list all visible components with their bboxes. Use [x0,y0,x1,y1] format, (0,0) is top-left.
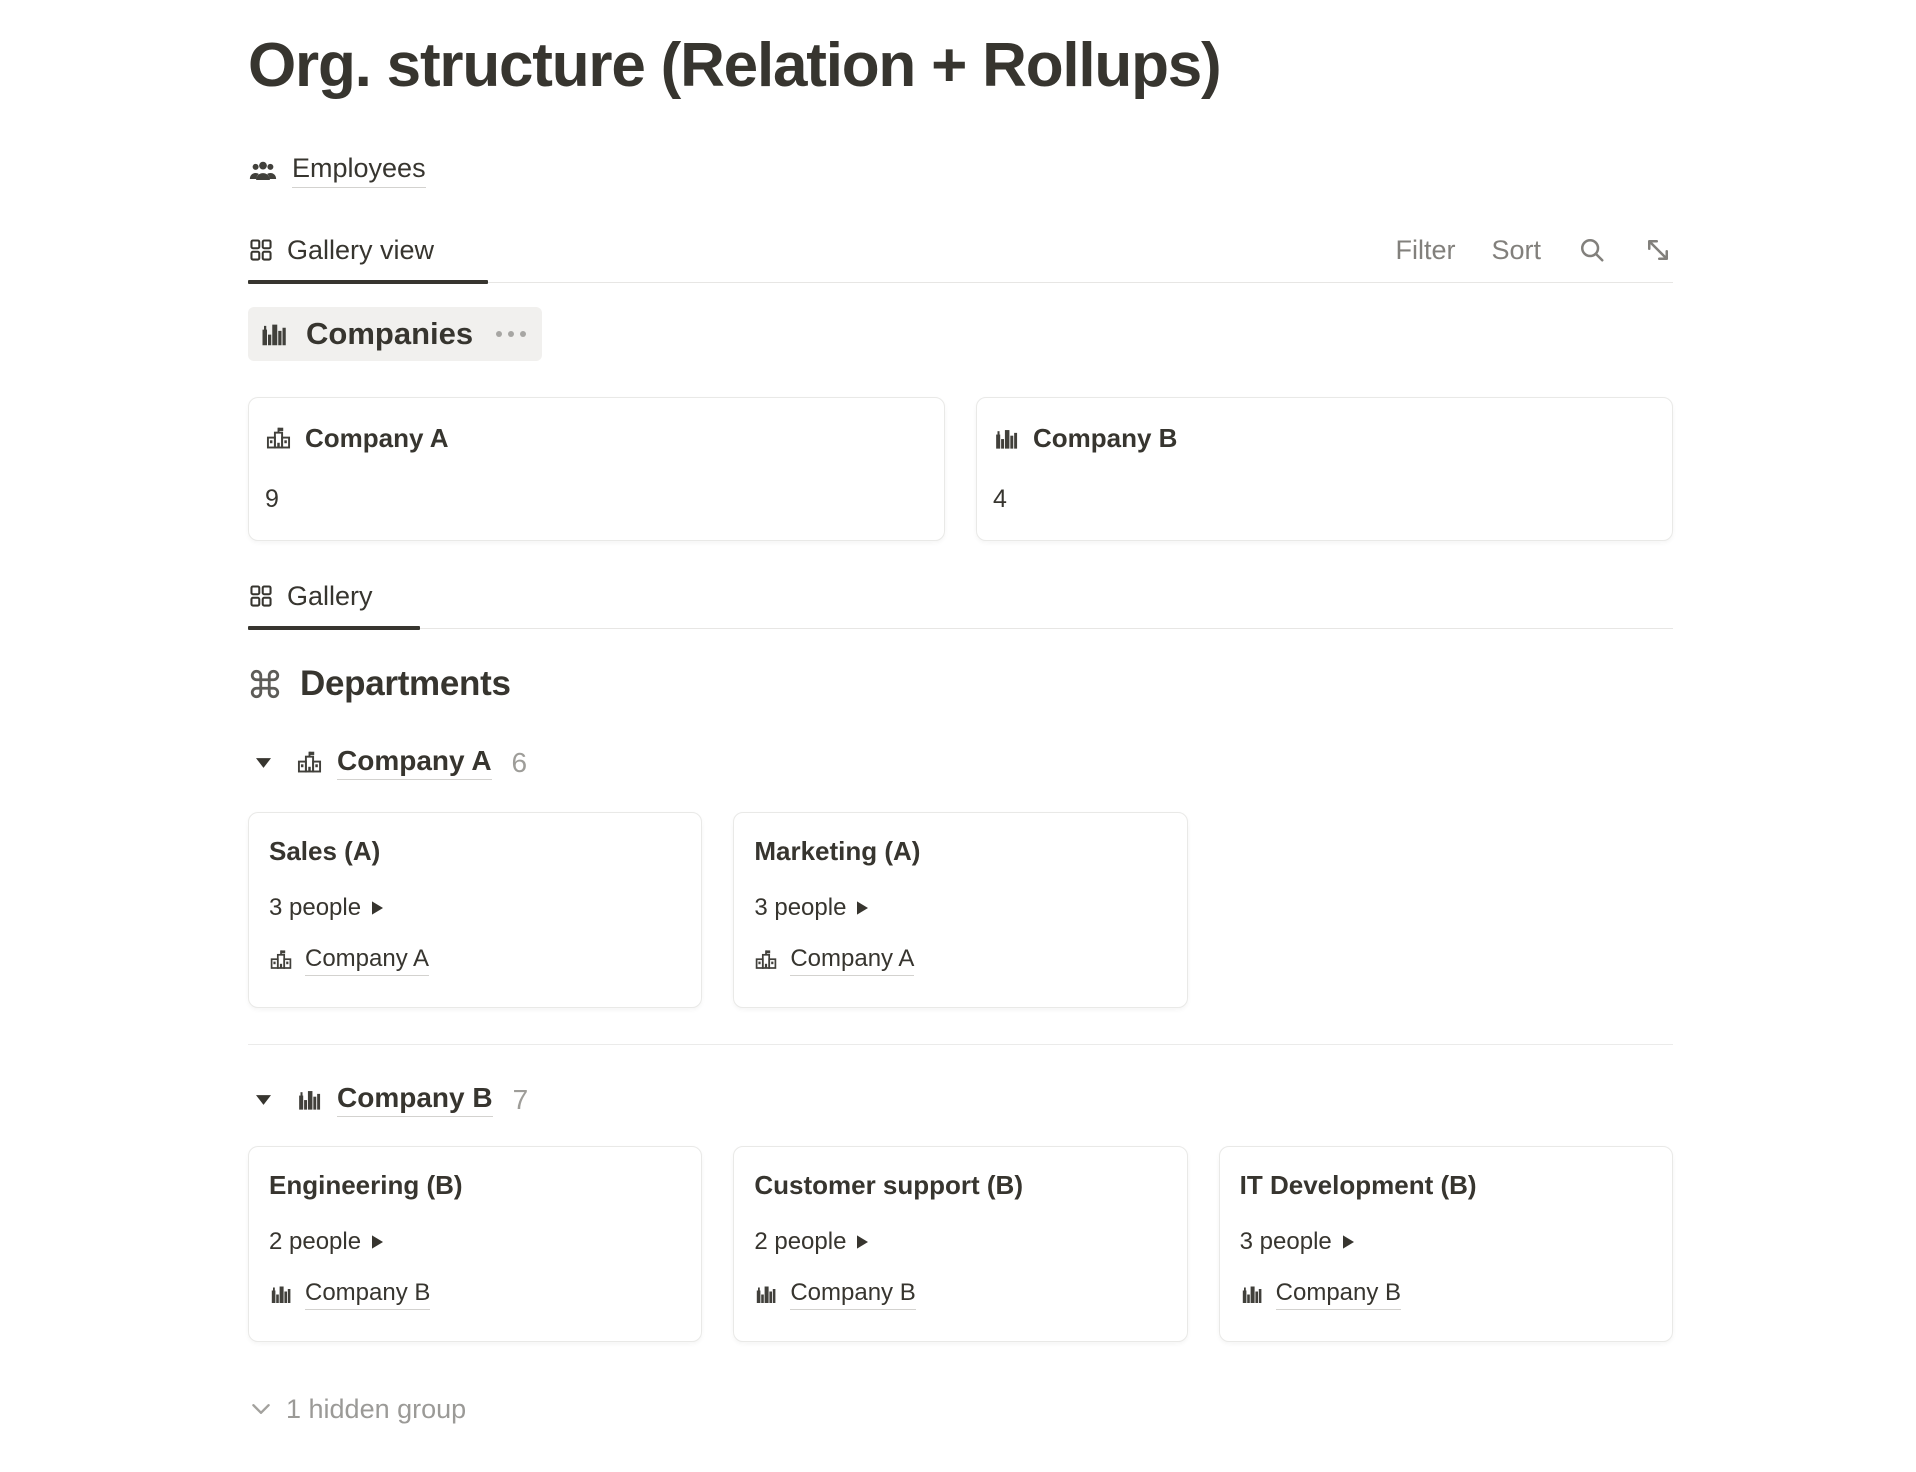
city-building-icon [993,425,1020,452]
department-card-title: Sales (A) [269,835,381,866]
school-building-icon [269,948,293,972]
arrow-right-icon [857,901,869,915]
collapse-triangle-icon[interactable] [248,757,278,768]
group-header-company-b: Company B 7 [248,1081,1673,1119]
city-building-icon [1240,1282,1264,1306]
company-card[interactable]: Company B 4 [976,396,1673,541]
school-building-icon [754,948,778,972]
view-toolbar: Gallery view Filter Sort [248,235,1673,285]
arrow-right-icon [372,901,384,915]
active-tab-indicator [248,279,488,285]
city-building-icon [296,1086,323,1113]
companies-heading[interactable]: Companies [248,306,543,361]
toolbar-controls: Filter Sort [1395,235,1673,266]
people-count-value: 2 people [269,1227,362,1255]
gallery-grid-icon [248,237,274,263]
company-relation-link[interactable]: Company A [790,945,915,976]
school-building-icon [265,425,292,452]
company-relation-link[interactable]: Company B [305,1279,431,1310]
people-icon [248,156,278,186]
city-building-icon [259,319,289,349]
company-rollup-count: 4 [993,484,1007,513]
company-relation-link[interactable]: Company B [1275,1279,1402,1310]
hidden-group-toggle[interactable]: 1 hidden group [248,1394,1673,1425]
group-company-link[interactable]: Company A [337,745,492,781]
company-relation-link[interactable]: Company A [305,945,430,976]
people-count-value: 3 people [1239,1227,1332,1255]
company-card-title: Company A [305,422,449,453]
department-card[interactable]: Sales (A) 3 people [248,811,703,1008]
people-count-value: 2 people [754,1227,847,1255]
hidden-group-label: 1 hidden group [286,1393,467,1424]
companies-heading-label: Companies [306,315,474,351]
arrow-right-icon [857,1235,869,1249]
department-card[interactable]: Marketing (A) 3 people [733,811,1188,1008]
arrow-right-icon [372,1235,384,1249]
chevron-down-icon [248,1396,274,1422]
tab-gallery[interactable]: Gallery [248,581,373,612]
search-icon[interactable] [1577,235,1607,265]
departments-toolbar: Gallery [248,581,1673,631]
more-options-icon[interactable] [496,330,527,337]
department-card-title: Marketing (A) [754,835,921,866]
city-building-icon [269,1282,293,1306]
gallery-grid-icon [248,583,274,609]
page: Org. structure (Relation + Rollups) Empl… [248,0,1673,1425]
department-card[interactable]: Engineering (B) 2 people Company B [248,1145,703,1342]
sort-button[interactable]: Sort [1491,234,1541,265]
arrow-right-icon [1342,1235,1354,1249]
command-icon [248,667,282,701]
city-building-icon [754,1282,778,1306]
company-rollup-count: 9 [265,484,279,513]
tab-label: Gallery [287,580,373,611]
source-database-label: Employees [292,153,426,189]
group-count: 7 [512,1083,529,1115]
tab-label: Gallery view [287,234,435,265]
department-card-title: IT Development (B) [1239,1169,1477,1200]
page-title: Org. structure (Relation + Rollups) [248,31,1222,100]
departments-card-grid: Engineering (B) 2 people Company B [248,1145,1673,1342]
source-database-link[interactable]: Employees [248,153,426,189]
department-card-title: Customer support (B) [754,1169,1023,1200]
tab-gallery-view[interactable]: Gallery view [248,235,434,266]
department-card[interactable]: Customer support (B) 2 people Company B [733,1145,1188,1342]
departments-heading: Departments [248,659,1673,709]
filter-button[interactable]: Filter [1395,234,1456,265]
people-count-value: 3 people [269,893,362,921]
active-tab-indicator [248,625,420,631]
group-company-link[interactable]: Company B [337,1082,493,1118]
department-card[interactable]: IT Development (B) 3 people Company B [1218,1145,1673,1342]
company-card-title: Company B [1033,422,1178,453]
departments-card-grid: Sales (A) 3 people [248,811,1673,1008]
departments-heading-label: Departments [300,663,511,703]
company-relation-link[interactable]: Company B [790,1279,916,1310]
people-count-value: 3 people [754,893,847,921]
group-count: 6 [511,746,528,778]
group-separator [248,1043,1673,1045]
department-card-title: Engineering (B) [269,1169,463,1200]
group-header-company-a: Company A 6 [248,744,1673,782]
expand-icon[interactable] [1643,235,1673,265]
companies-card-grid: Company A 9 Company B 4 [248,396,1673,541]
collapse-triangle-icon[interactable] [248,1094,278,1105]
school-building-icon [296,749,323,776]
company-card[interactable]: Company A 9 [248,396,945,541]
